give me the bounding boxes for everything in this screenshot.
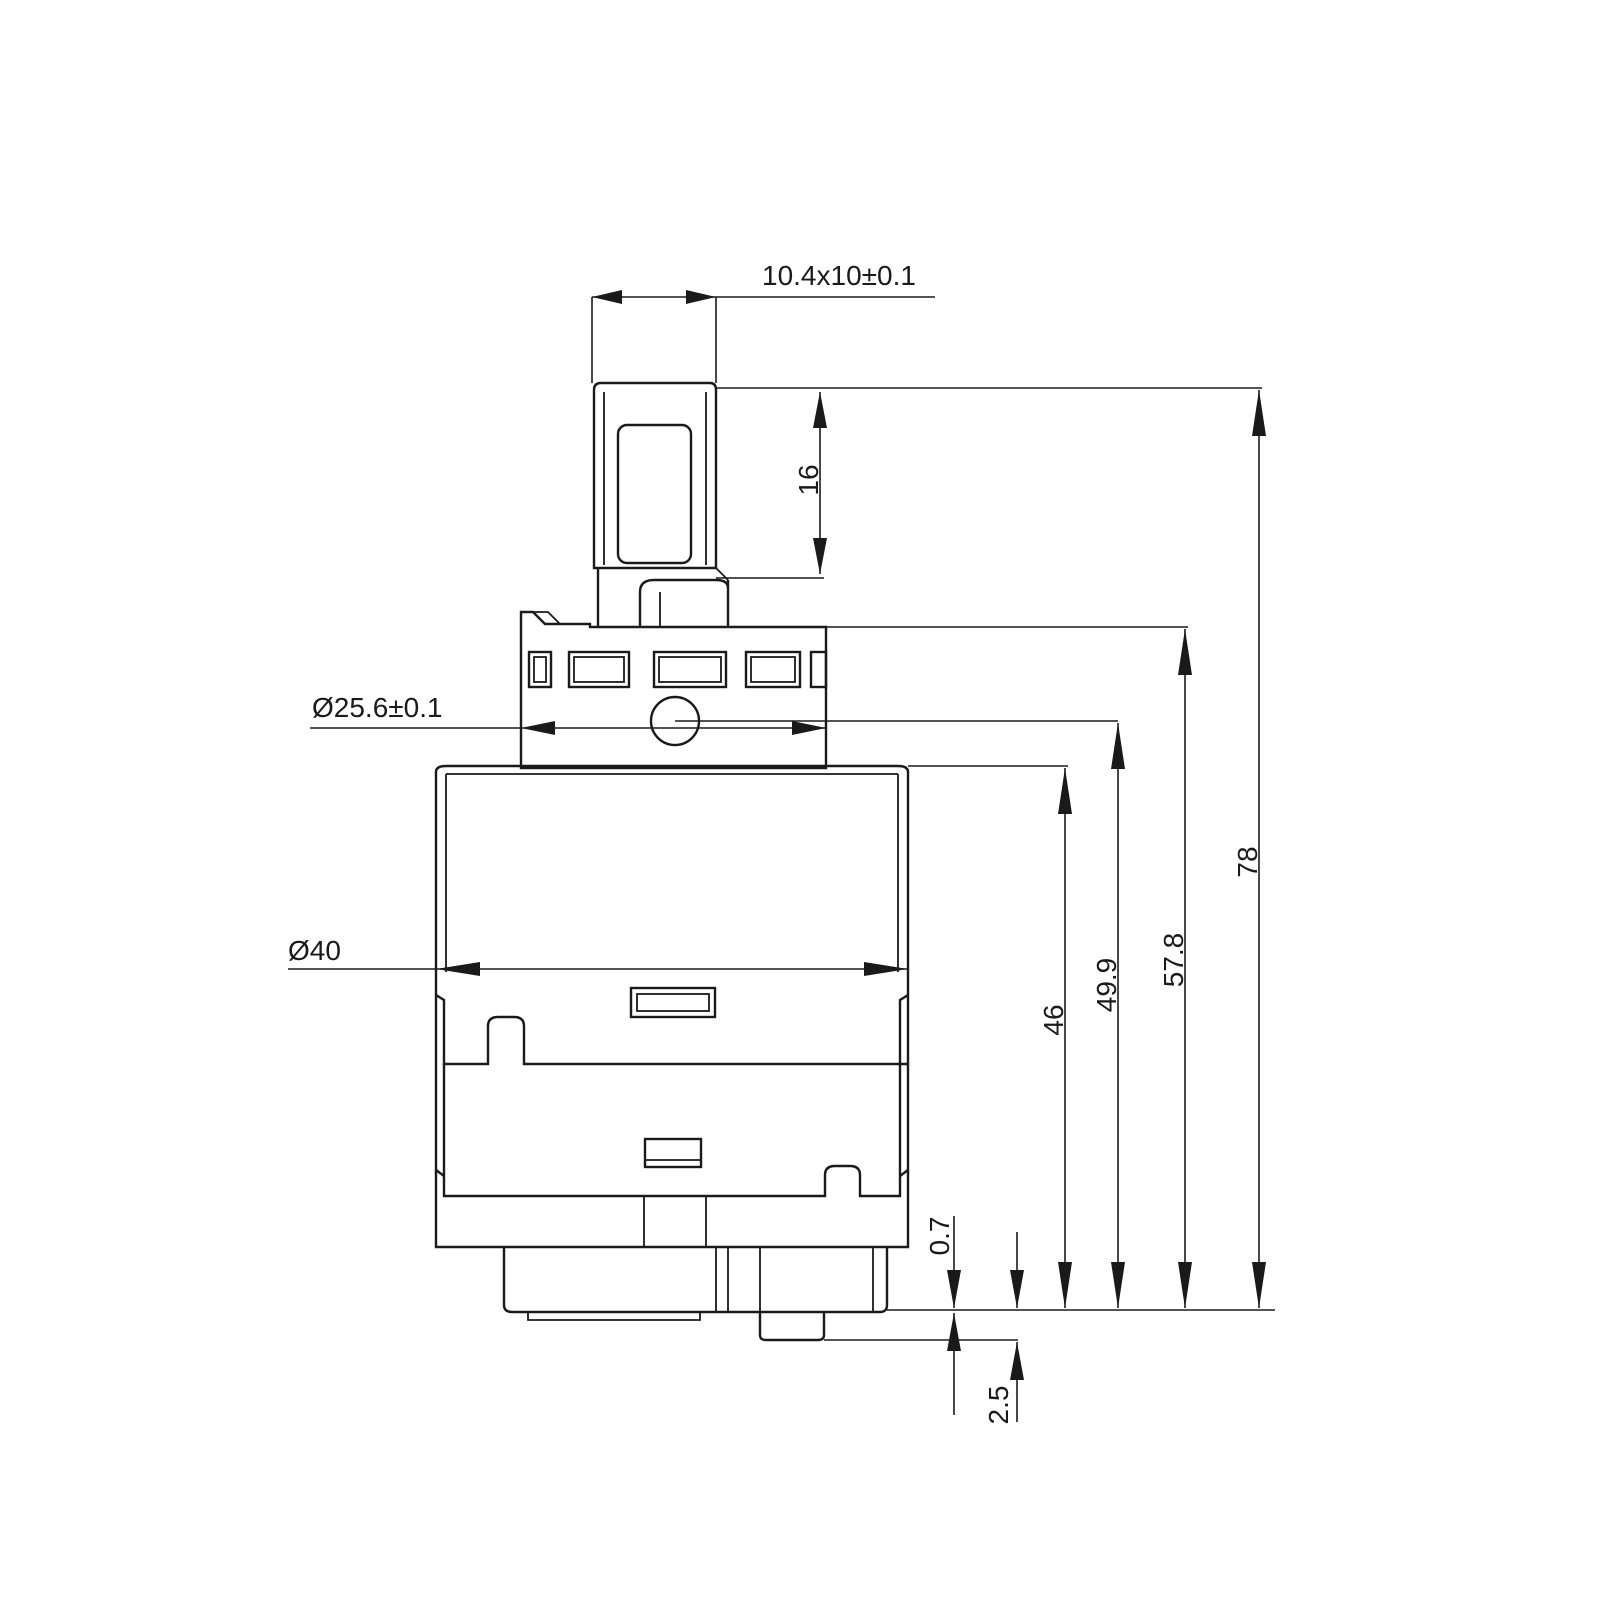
- dim-offset-0-7: 0.7: [924, 1216, 1024, 1308]
- dim-stem-height: 16: [716, 387, 1262, 579]
- label-stem-height: 16: [793, 464, 824, 495]
- label-offset-0-7: 0.7: [924, 1217, 955, 1256]
- dim-height-46: 46: [908, 765, 1072, 1308]
- label-top-diameter: Ø25.6±0.1: [312, 692, 443, 723]
- dim-offset-2-5: 2.5: [947, 1313, 1024, 1424]
- dim-height-49-9: 49.9: [1091, 723, 1125, 1308]
- dim-top-diameter: Ø25.6±0.1: [310, 692, 1118, 735]
- label-height-46: 46: [1038, 1004, 1069, 1035]
- label-stem-width: 10.4x10±0.1: [762, 260, 916, 291]
- dim-height-57-8: 57.8: [826, 626, 1192, 1308]
- dim-height-78: 78: [1232, 390, 1266, 1308]
- dim-stem-width: 10.4x10±0.1: [591, 260, 935, 383]
- label-height-57-8: 57.8: [1158, 933, 1189, 988]
- main-body: [434, 764, 910, 1249]
- label-body-diameter: Ø40: [288, 935, 341, 966]
- label-offset-2-5: 2.5: [983, 1386, 1014, 1425]
- label-height-49-9: 49.9: [1091, 958, 1122, 1013]
- stem: [592, 381, 730, 627]
- label-height-78: 78: [1232, 846, 1263, 877]
- dim-body-diameter: Ø40: [288, 935, 908, 976]
- upper-housing: [519, 610, 828, 770]
- base: [502, 1247, 889, 1342]
